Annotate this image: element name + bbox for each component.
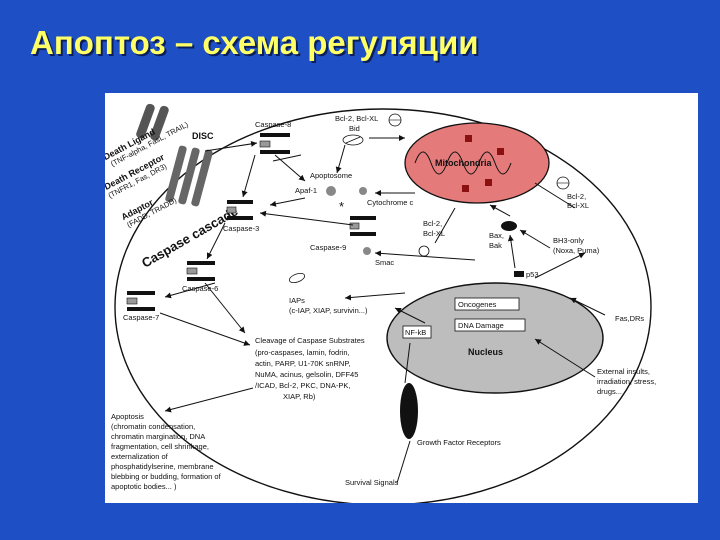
caspase6-label: Caspase-6 <box>182 284 218 293</box>
caspase3-label: Caspase-3 <box>223 224 259 233</box>
apaf1-icon <box>326 186 336 196</box>
apoptosis-1: (chromatin condensation, <box>111 422 195 431</box>
apoptosis-5: phosphatidylserine, membrane <box>111 462 214 471</box>
dna-damage-box <box>454 318 526 332</box>
p53-label: p53 <box>526 270 539 279</box>
caspase9-icon <box>349 216 376 236</box>
bh3-label-2: (Noxa, Puma) <box>553 246 600 255</box>
nucleus-label: Nucleus <box>468 347 503 357</box>
bcl2-right-1: Bcl-2, <box>567 192 586 201</box>
apoptosome-label: Apoptosome <box>310 171 352 180</box>
bax-label-2: Bak <box>489 241 502 250</box>
apoptosis-0: Apoptosis <box>111 412 144 421</box>
apoptosis-3: fragmentation, cell shrinkage, <box>111 442 209 451</box>
external-3: drugs... <box>597 387 622 396</box>
survival-label: Survival Signals <box>345 478 399 487</box>
apoptosis-diagram: Nucleus Mitochondria DISC Death Ligand (… <box>105 103 656 503</box>
cell-membrane <box>114 108 652 503</box>
mitochondria-cristae <box>414 151 512 175</box>
bcl2-mid-2: Bcl-XL <box>423 229 445 238</box>
cytochrome-label: Cytochrome c <box>367 198 414 207</box>
apoptosis-2: chromatin margination, DNA <box>111 432 205 441</box>
diagram-panel: Nucleus Mitochondria DISC Death Ligand (… <box>105 93 698 503</box>
cleavage-line-4: /ICAD, Bcl-2, PKC, DNA-PK, <box>255 381 350 390</box>
cleavage-line-3: NuMA, acinus, gelsolin, DFF45 <box>255 370 358 379</box>
apoptosis-4: externalization of <box>111 452 169 461</box>
oncogenes-box <box>454 297 520 311</box>
external-1: External insults, <box>597 367 650 376</box>
bid-label: Bid <box>349 124 360 133</box>
bax-label-1: Bax, <box>489 231 504 240</box>
smac-label: Smac <box>375 258 394 267</box>
caspase7-icon <box>126 291 155 311</box>
nfkb-box <box>402 325 432 339</box>
disc-label: DISC <box>192 131 214 141</box>
iaps-icon <box>288 272 306 284</box>
fas-drs-label: Fas,DRs <box>615 314 644 323</box>
caspase9-label: Caspase-9 <box>310 243 346 252</box>
apoptosome-star: * <box>339 199 344 214</box>
apaf1-label: Apaf-1 <box>295 186 317 195</box>
mitochondria-label: Mitochondria <box>435 158 492 168</box>
cytochrome-dot <box>359 187 367 195</box>
caspase7-label: Caspase-7 <box>123 313 159 322</box>
nucleus-shape <box>386 282 604 394</box>
external-2: irradiation, stress, <box>597 377 656 386</box>
growth-factor-receptor-icon <box>400 383 418 439</box>
bcl2-mid-1: Bcl-2, <box>423 219 442 228</box>
iaps-label-1: IAPs <box>289 296 305 305</box>
apoptosis-6: blebbing or budding, formation of <box>111 472 222 481</box>
cleavage-line-1: (pro-caspases, lamin, fodrin, <box>255 348 350 357</box>
p53-icon <box>514 271 524 277</box>
cleavage-line-0: Cleavage of Caspase Substrates <box>255 336 365 345</box>
mito-dot <box>465 135 472 142</box>
iaps-label-2: (c-IAP, XIAP, survivin...) <box>289 306 368 315</box>
oncogenes-label: Oncogenes <box>458 300 497 309</box>
smac-dot <box>363 247 371 255</box>
cleavage-line-5: XIAP, Rb) <box>283 392 316 401</box>
mito-dot <box>485 179 492 186</box>
growth-factor-label: Growth Factor Receptors <box>417 438 501 447</box>
bcl2-right-2: Bcl-XL <box>567 201 589 210</box>
slide-title: Апоптоз – схема регуляции <box>30 24 479 61</box>
dna-damage-label: DNA Damage <box>458 321 504 330</box>
bcl2-bid-label: Bcl-2, Bcl-XL <box>335 114 378 123</box>
bh3-label-1: BH3-only <box>553 236 584 245</box>
caspase8-icon <box>259 133 290 154</box>
apoptosis-7: apoptotic bodies... ) <box>111 482 177 491</box>
pathway-arrows <box>159 140 606 484</box>
cleavage-line-2: actin, PARP, U1-70K snRNP, <box>255 359 350 368</box>
receptor-group <box>136 103 213 207</box>
mitochondria-shape <box>404 122 550 204</box>
bax-icon <box>501 221 517 231</box>
caspase6-icon <box>186 261 215 281</box>
caspase3-icon <box>226 200 253 220</box>
mito-dot <box>497 148 504 155</box>
nfkb-label: NF-kB <box>405 328 426 337</box>
caspase8-label: Caspase-8 <box>255 120 291 129</box>
mito-dot <box>462 185 469 192</box>
bcl2-mid-icon <box>418 245 430 257</box>
